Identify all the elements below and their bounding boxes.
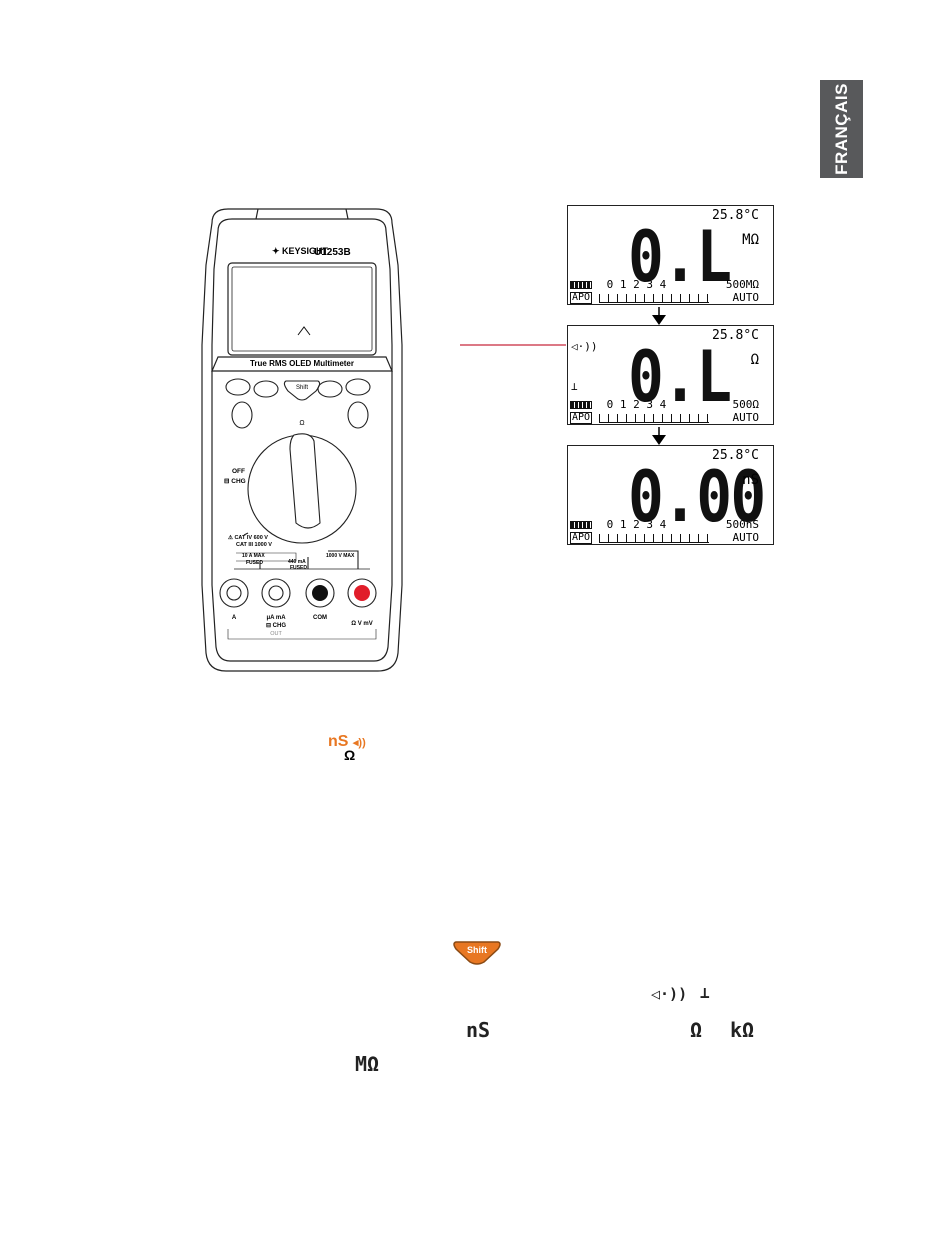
main-reading: 0.L xyxy=(628,216,732,298)
bargraph-ruler xyxy=(598,413,709,423)
scale-row: 0 1 2 3 4 500nS xyxy=(570,518,771,531)
v1000-text: 1000 V MAX xyxy=(326,553,355,559)
multimeter-illustration: ✦ KEYSIGHT U1253B True RMS OLED Multimet… xyxy=(201,208,403,672)
diode-symbol-icon: ⊥ xyxy=(571,380,578,393)
shift-text: Shift xyxy=(296,385,308,391)
apo-badge: APO xyxy=(570,412,593,424)
main-reading: 0.L xyxy=(628,336,732,418)
down-arrow-icon xyxy=(652,427,666,445)
main-reading: 0.00 xyxy=(628,456,766,538)
continuity-beep-icon: ◁·)) xyxy=(571,340,598,353)
lcd-display-megaohm: 25.8°C 0.L MΩ 0 1 2 3 4 500MΩ APO AUTO xyxy=(567,205,774,305)
scale-ticks: 0 1 2 3 4 xyxy=(606,398,667,411)
jack-a-text: A xyxy=(232,615,237,621)
bargraph-row: APO AUTO xyxy=(570,531,771,544)
svg-text:⊟ CHG: ⊟ CHG xyxy=(266,623,286,629)
callout-line xyxy=(460,344,566,346)
lcd-display-nanosiemens: 25.8°C 0.00 nS 0 1 2 3 4 500nS APO AUTO xyxy=(567,445,774,545)
model-text: U1253B xyxy=(314,247,351,258)
beep-small-icon: ◂)) xyxy=(352,737,366,749)
battery-icon xyxy=(570,401,592,409)
beep-glyph: ◁·)) xyxy=(651,985,688,1003)
scale-row: 0 1 2 3 4 500MΩ xyxy=(570,278,771,291)
function-selector-icon: nS ◂)) Ω xyxy=(328,733,366,763)
range-label: 500Ω xyxy=(732,398,760,411)
cat2-text: CAT III 1000 V xyxy=(236,542,272,548)
svg-text:OUT: OUT xyxy=(270,631,282,637)
jack-v-text: Ω V mV xyxy=(351,621,372,627)
brand-text: ✦ KEYSIGHT xyxy=(272,246,329,256)
range-label: 500MΩ xyxy=(725,278,759,291)
bargraph-row: APO AUTO xyxy=(570,411,771,424)
auto-label: AUTO xyxy=(732,531,760,544)
bargraph-ruler xyxy=(598,293,709,303)
temperature-readout: 25.8°C xyxy=(712,448,759,463)
scale-ticks: 0 1 2 3 4 xyxy=(606,278,667,291)
jack-com-text: COM xyxy=(313,615,327,621)
auto-label: AUTO xyxy=(732,291,760,304)
off-text: OFF xyxy=(232,468,245,475)
svg-text:FUSED: FUSED xyxy=(246,560,263,566)
jack-ua-text: μA mA xyxy=(266,615,286,621)
mohm-glyph: MΩ xyxy=(355,1052,380,1076)
unit-label: MΩ xyxy=(742,232,759,248)
scale-row: 0 1 2 3 4 500Ω xyxy=(570,398,771,411)
unit-label: Ω xyxy=(750,352,759,368)
svg-text:FUSED: FUSED xyxy=(290,565,307,571)
subtitle-text: True RMS OLED Multimeter xyxy=(250,359,354,368)
chg-text: ⊟ CHG xyxy=(224,478,246,485)
language-tab: FRANÇAIS xyxy=(820,80,863,178)
ns-glyph: nS xyxy=(466,1018,491,1042)
bargraph-ruler xyxy=(598,533,709,543)
diode-glyph: ⊥ xyxy=(700,983,710,1002)
language-tab-label: FRANÇAIS xyxy=(831,83,851,175)
range-label: 500nS xyxy=(725,518,759,531)
ns-label: nS xyxy=(328,733,349,750)
battery-icon xyxy=(570,281,592,289)
scale-ticks: 0 1 2 3 4 xyxy=(606,518,667,531)
bargraph-row: APO AUTO xyxy=(570,291,771,304)
shift-key-shape xyxy=(453,941,501,965)
auto-label: AUTO xyxy=(732,411,760,424)
dial-ohm-text: Ω xyxy=(299,420,304,427)
down-arrow-icon xyxy=(652,307,666,325)
cat1-text: ⚠ CAT IV 600 V xyxy=(228,534,268,541)
fused10-text: 10 A MAX xyxy=(242,553,265,559)
ohm-label: Ω xyxy=(344,747,356,763)
apo-badge: APO xyxy=(570,292,593,304)
lcd-display-ohm: 25.8°C ◁·)) ⊥ 0.L Ω 0 1 2 3 4 500Ω APO A… xyxy=(567,325,774,425)
apo-badge: APO xyxy=(570,532,593,544)
temperature-readout: 25.8°C xyxy=(712,328,759,343)
unit-label: nS xyxy=(742,472,759,488)
shift-label: Shift xyxy=(467,945,487,955)
shift-button[interactable]: Shift xyxy=(452,939,502,966)
ohm-glyph: Ω xyxy=(690,1018,703,1042)
fused440-text: 440 mA xyxy=(288,559,306,565)
battery-icon xyxy=(570,521,592,529)
temperature-readout: 25.8°C xyxy=(712,208,759,223)
kohm-glyph: kΩ xyxy=(730,1018,755,1042)
